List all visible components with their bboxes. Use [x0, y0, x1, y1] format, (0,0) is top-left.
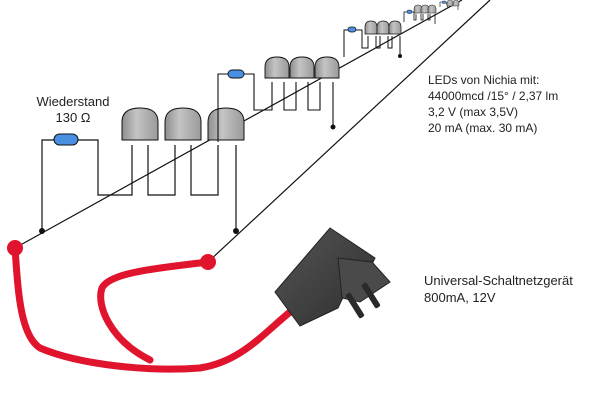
junction-dot: [39, 228, 45, 234]
junction-dot: [398, 54, 402, 58]
led-group-5: [439, 0, 460, 10]
resistor-body: [406, 9, 413, 14]
led-group-4: [403, 4, 437, 24]
led-icon: [264, 56, 290, 79]
bus-wire-right: [207, 0, 491, 263]
led-icon: [289, 56, 315, 79]
led-info-heading: LEDs von Nichia mit:: [428, 73, 540, 87]
power-adapter: [7, 227, 391, 373]
power-supply-name: Universal-Schaltnetzgerät: [424, 273, 573, 288]
resistor-body: [347, 26, 357, 33]
resistor-body: [53, 133, 79, 146]
resistor-name: Wiederstand: [36, 94, 110, 109]
led-icon: [364, 20, 378, 35]
led-info-line: 3,2 V (max 3,5V): [428, 105, 519, 119]
led-info-line: 20 mA (max. 30 mA): [428, 121, 538, 135]
resistor-label: Wiederstand 130 Ω: [30, 94, 116, 126]
resistor-body: [441, 0, 447, 4]
plug-pin: [345, 292, 365, 319]
resistor-body: [227, 69, 245, 79]
led-info-line: 44000mcd /15° / 2,37 lm: [428, 89, 559, 103]
led-icon: [164, 107, 202, 141]
led-icon: [427, 4, 437, 14]
led-group-2: [217, 56, 340, 142]
power-supply-rating: 800mA, 12V: [424, 290, 496, 305]
resistor-value: 130 Ω: [55, 110, 91, 125]
led-icon: [452, 0, 460, 7]
junction-dot: [330, 124, 336, 130]
adapter-face: [337, 257, 391, 303]
power-supply-label: Universal-Schaltnetzgerät 800mA, 12V: [424, 272, 573, 306]
cable-end-right: [200, 254, 216, 270]
led-group-3: [343, 20, 402, 58]
led-icon: [207, 107, 245, 141]
led-icon: [314, 56, 340, 79]
led-info-block: LEDs von Nichia mit: 44000mcd /15° / 2,3…: [428, 72, 558, 136]
junction-dot: [233, 228, 239, 234]
led-icon: [376, 20, 390, 35]
led-icon: [388, 20, 402, 35]
led-icon: [446, 0, 454, 7]
led-group-1: [39, 107, 245, 234]
led-icon: [121, 107, 159, 141]
power-cable: [11, 244, 294, 373]
cable-end-left: [7, 240, 23, 256]
plug-pin: [361, 282, 381, 309]
bus-wires: [14, 0, 491, 263]
power-cable: [97, 258, 212, 364]
